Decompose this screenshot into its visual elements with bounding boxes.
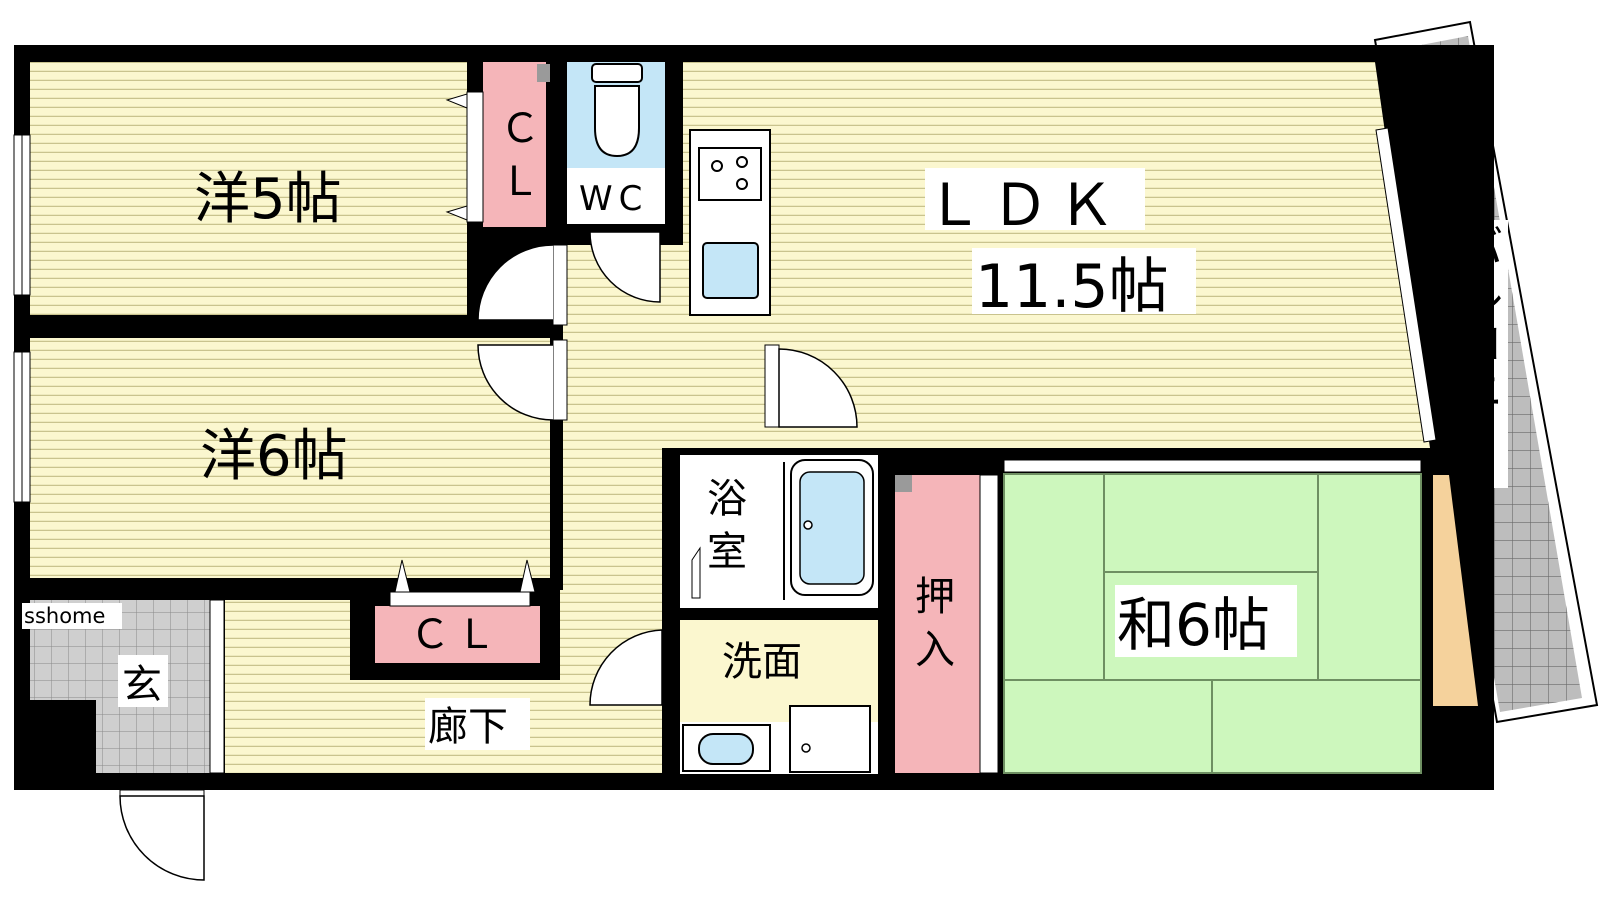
closet-door-arrow (394, 559, 411, 593)
label-hallway: 廊下 (428, 704, 508, 750)
burner-icon (711, 160, 723, 172)
closet-mid (375, 606, 540, 663)
room-western6 (30, 338, 550, 578)
label-wc: WC (579, 179, 648, 219)
watermark-text: sshome (24, 604, 105, 628)
closet-mid-doorframe (389, 591, 531, 607)
label-storage-2: 入 (915, 627, 955, 673)
label-closet-top-c: Ｃ (500, 106, 540, 152)
burner-icon (736, 156, 748, 168)
wood-alcove (1433, 475, 1478, 706)
door-western5[interactable] (477, 244, 568, 326)
burner-icon (736, 178, 748, 190)
door-ldk[interactable] (764, 344, 858, 428)
label-balcony: バルコニー (1448, 222, 1503, 498)
label-japanese6: 和6帖 (1117, 591, 1270, 659)
svg-text:バルコニー: バルコニー (1448, 222, 1503, 498)
label-storage-1: 押 (915, 574, 955, 620)
sliding-door-track (1003, 459, 1422, 473)
door-wc[interactable] (589, 231, 661, 303)
sink-icon (702, 242, 759, 299)
balcony-label-char: ー (1448, 454, 1499, 498)
toilet-tank-icon (591, 63, 643, 83)
balcony-label-char: バ (1459, 222, 1503, 273)
window-ldk-balcony (1375, 127, 1437, 443)
closet-door-arrow (445, 205, 468, 221)
room-entrance-lower (96, 700, 210, 773)
label-washroom: 洗面 (722, 639, 802, 685)
bathtub-water (799, 471, 865, 585)
washbasin-icon (698, 733, 754, 765)
room-storage (895, 475, 980, 773)
balcony-label-char: ル (1459, 270, 1503, 321)
pipe-shaft (895, 475, 912, 492)
label-bath-2: 室 (707, 529, 747, 575)
label-western6: 洋6帖 (200, 424, 348, 489)
label-western5: 洋5帖 (194, 167, 342, 232)
bath-door (691, 546, 701, 599)
balcony-label-char: コ (1459, 318, 1503, 369)
step-frame (209, 599, 225, 774)
room-western5 (30, 62, 467, 315)
pipe-shaft (537, 64, 550, 82)
closet-top-doorframe (466, 91, 484, 223)
storage-doorframe (979, 474, 999, 774)
label-bath-1: 浴 (707, 476, 747, 522)
drain-icon (803, 520, 813, 530)
door-washroom[interactable] (589, 629, 663, 706)
label-closet-top-l: Ｌ (500, 159, 540, 205)
label-entrance: 玄 (122, 662, 162, 708)
closet-top (483, 62, 546, 227)
label-ldk-size: 11.5帖 (975, 252, 1169, 322)
washing-machine-space (789, 705, 871, 773)
closet-door-arrow (519, 559, 536, 593)
toilet-bowl-icon (594, 85, 640, 158)
balcony-label-char: ニ (1459, 366, 1503, 417)
closet-door-arrow (445, 93, 468, 109)
label-ldk-name: ＬＤＫ (925, 171, 1123, 239)
label-closet-mid: ＣＬ (410, 612, 502, 658)
door-entrance[interactable] (119, 789, 205, 881)
door-western6[interactable] (477, 339, 568, 421)
stove (698, 147, 762, 201)
